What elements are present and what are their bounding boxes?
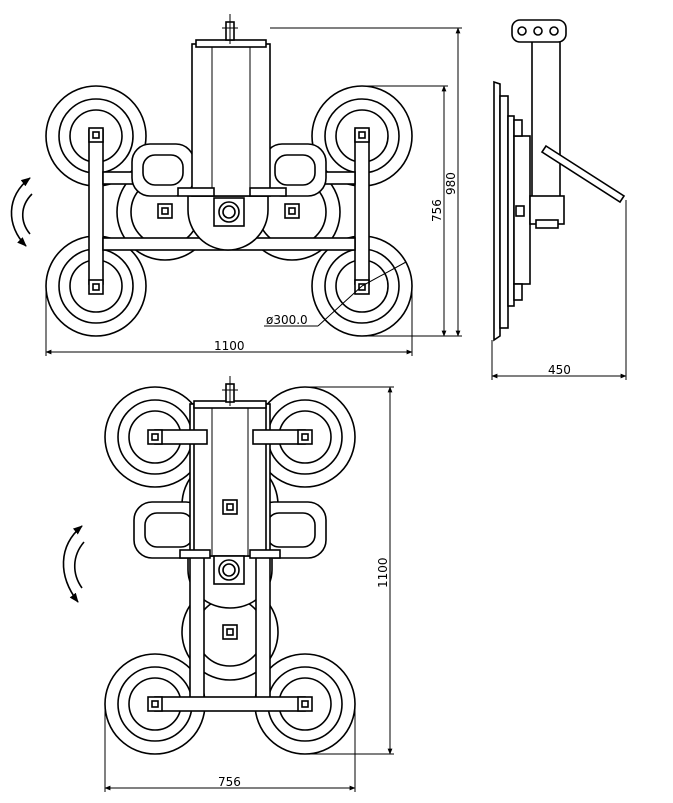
column-cap <box>195 39 267 48</box>
left-loop-handle-inner <box>142 154 184 186</box>
rotated-rotation-arrow-icon <box>62 525 85 603</box>
side-view: 450 <box>491 19 627 380</box>
diameter-leader-line <box>361 261 407 287</box>
side-column <box>531 39 561 199</box>
rotation-arrow-icon <box>10 177 33 247</box>
left-clamp-bracket <box>177 187 215 197</box>
side-handle <box>540 144 626 204</box>
side-depth-dimension: 450 <box>548 363 571 377</box>
front-width-dimension: 1100 <box>214 339 245 353</box>
right-vertical-bar <box>354 129 370 285</box>
pad-fittings <box>88 127 370 295</box>
rotated-pad-fittings <box>147 429 313 712</box>
right-clamp-bracket <box>249 187 287 197</box>
rotated-width-dimension: 756 <box>218 775 241 789</box>
left-vertical-bar <box>88 129 104 285</box>
rotated-top-left-arm <box>154 429 208 445</box>
pad-diameter-dimension: ø300.0 <box>266 313 308 327</box>
right-loop-handle-inner <box>274 154 316 186</box>
side-pad-plate <box>493 80 501 342</box>
side-pad-rubber <box>499 95 509 329</box>
front-spacing-dimension: 756 <box>430 199 444 222</box>
front-height-dimension: 980 <box>444 172 458 195</box>
rotated-bottom-cross-bar <box>154 696 306 712</box>
rotated-central-column <box>193 405 267 557</box>
rotated-view: 1100 756 <box>62 376 394 792</box>
rotated-height-dimension: 1100 <box>376 557 390 588</box>
central-column <box>191 43 271 197</box>
front-view: ø300.0 1100 980 756 <box>10 14 462 356</box>
side-lifting-eye-plate <box>511 19 567 43</box>
